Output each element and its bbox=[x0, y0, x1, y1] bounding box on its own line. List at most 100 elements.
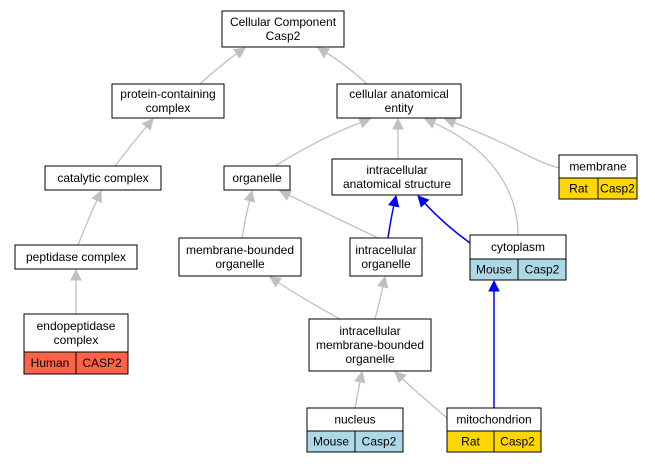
species-label: Rat bbox=[461, 435, 480, 449]
edge-intracellular-membrane-bounded-organelle-to-intracellular-organelle bbox=[374, 275, 389, 320]
edge-line bbox=[454, 121, 560, 169]
arrow-head-icon bbox=[243, 189, 256, 203]
node-label: Casp2 bbox=[266, 29, 301, 43]
node-box bbox=[308, 318, 432, 372]
node-box bbox=[178, 237, 302, 277]
edge-intracellular-organelle-to-organelle bbox=[278, 190, 379, 239]
node-label: intracellular bbox=[355, 243, 416, 257]
edge-line bbox=[326, 52, 368, 85]
edge-line bbox=[424, 202, 471, 244]
gene-label: Casp2 bbox=[600, 182, 635, 196]
arrow-head-icon bbox=[388, 194, 400, 208]
gene-cell bbox=[493, 430, 542, 453]
arrow-head-icon bbox=[233, 47, 246, 59]
node-label: intracellular bbox=[366, 163, 427, 177]
edge-line bbox=[274, 121, 361, 167]
node-label: anatomical structure bbox=[343, 177, 451, 191]
gene-label: Casp2 bbox=[362, 435, 397, 449]
gene-cell bbox=[597, 177, 638, 200]
edge-protein-containing-complex-to-cellular-component bbox=[199, 47, 246, 85]
node-box bbox=[14, 244, 138, 270]
node-label: membrane bbox=[569, 160, 627, 174]
edge-line bbox=[288, 194, 379, 239]
edge-peptidase-complex-to-catalytic-complex bbox=[77, 189, 103, 246]
node-label: complex bbox=[146, 101, 191, 115]
edge-nucleus-to-intracellular-membrane-bounded-organelle bbox=[354, 370, 366, 409]
arrow-head-icon bbox=[141, 118, 154, 131]
edge-line bbox=[241, 200, 251, 239]
edge-cytoplasm-to-cellular-anatomical-entity bbox=[423, 117, 519, 236]
edge-line bbox=[278, 281, 341, 320]
arrow-head-icon bbox=[278, 190, 292, 201]
node-label: Cellular Component bbox=[230, 15, 337, 29]
node-label: organelle bbox=[345, 352, 395, 366]
gene-label: Casp2 bbox=[525, 263, 560, 277]
species-label: Mouse bbox=[313, 435, 349, 449]
node-catalytic-complex[interactable]: catalytic complex bbox=[44, 165, 162, 191]
species-label: Rat bbox=[569, 182, 588, 196]
edge-cytoplasm-to-intracellular-anatomical-structure bbox=[417, 195, 471, 244]
node-label: nucleus bbox=[334, 413, 375, 427]
node-box bbox=[221, 10, 345, 48]
node-box bbox=[44, 165, 162, 191]
node-label: endopeptidase bbox=[37, 319, 116, 333]
node-label: peptidase complex bbox=[26, 250, 126, 264]
arrow-head-icon bbox=[394, 371, 407, 384]
gene-label: CASP2 bbox=[82, 356, 122, 370]
node-label: catalytic complex bbox=[57, 171, 148, 185]
arrow-head-icon bbox=[377, 275, 389, 289]
node-box bbox=[111, 83, 225, 119]
arrow-head-icon bbox=[354, 370, 366, 384]
arrow-head-icon bbox=[70, 268, 82, 281]
edge-line bbox=[114, 126, 147, 167]
edge-line bbox=[354, 381, 361, 409]
edge-mitochondrion-to-intracellular-membrane-bounded-organelle bbox=[394, 371, 448, 419]
arrow-head-icon bbox=[488, 279, 500, 292]
gene-cell bbox=[354, 430, 404, 453]
edge-intracellular-anatomical-structure-to-cellular-anatomical-entity bbox=[392, 117, 404, 159]
edges-layer bbox=[70, 47, 560, 419]
node-box bbox=[223, 165, 291, 191]
edge-catalytic-complex-to-protein-containing-complex bbox=[114, 118, 154, 167]
node-label: protein-containing bbox=[120, 87, 215, 101]
arrow-head-icon bbox=[392, 117, 404, 130]
node-label: mitochondrion bbox=[456, 413, 531, 427]
node-box bbox=[336, 83, 462, 119]
arrow-head-icon bbox=[443, 117, 457, 129]
node-label: intracellular bbox=[339, 324, 400, 338]
gene-cell bbox=[517, 258, 567, 281]
edge-intracellular-organelle-to-intracellular-anatomical-structure bbox=[387, 194, 400, 239]
arrow-head-icon bbox=[417, 195, 430, 208]
edge-line bbox=[374, 286, 384, 320]
arrow-head-icon bbox=[358, 117, 372, 129]
node-organelle[interactable]: organelle bbox=[223, 165, 291, 191]
edge-line bbox=[401, 378, 448, 419]
edge-cellular-anatomical-entity-to-cellular-component bbox=[317, 47, 368, 85]
gene-cell bbox=[75, 351, 129, 375]
arrow-head-icon bbox=[91, 189, 103, 203]
arrow-head-icon bbox=[317, 47, 330, 59]
edge-endopeptidase-complex-to-peptidase-complex bbox=[70, 268, 82, 315]
node-label: organelle bbox=[232, 171, 282, 185]
node-box bbox=[349, 237, 423, 277]
node-box bbox=[331, 158, 463, 196]
node-label: membrane-bounded bbox=[316, 338, 424, 352]
edge-mitochondrion-to-cytoplasm bbox=[488, 279, 500, 408]
node-label: cellular anatomical bbox=[349, 87, 448, 101]
edge-line bbox=[433, 122, 519, 236]
species-label: Mouse bbox=[476, 263, 512, 277]
nodes-layer: Cellular ComponentCasp2protein-containin… bbox=[14, 10, 638, 453]
node-peptidase-complex[interactable]: peptidase complex bbox=[14, 244, 138, 270]
